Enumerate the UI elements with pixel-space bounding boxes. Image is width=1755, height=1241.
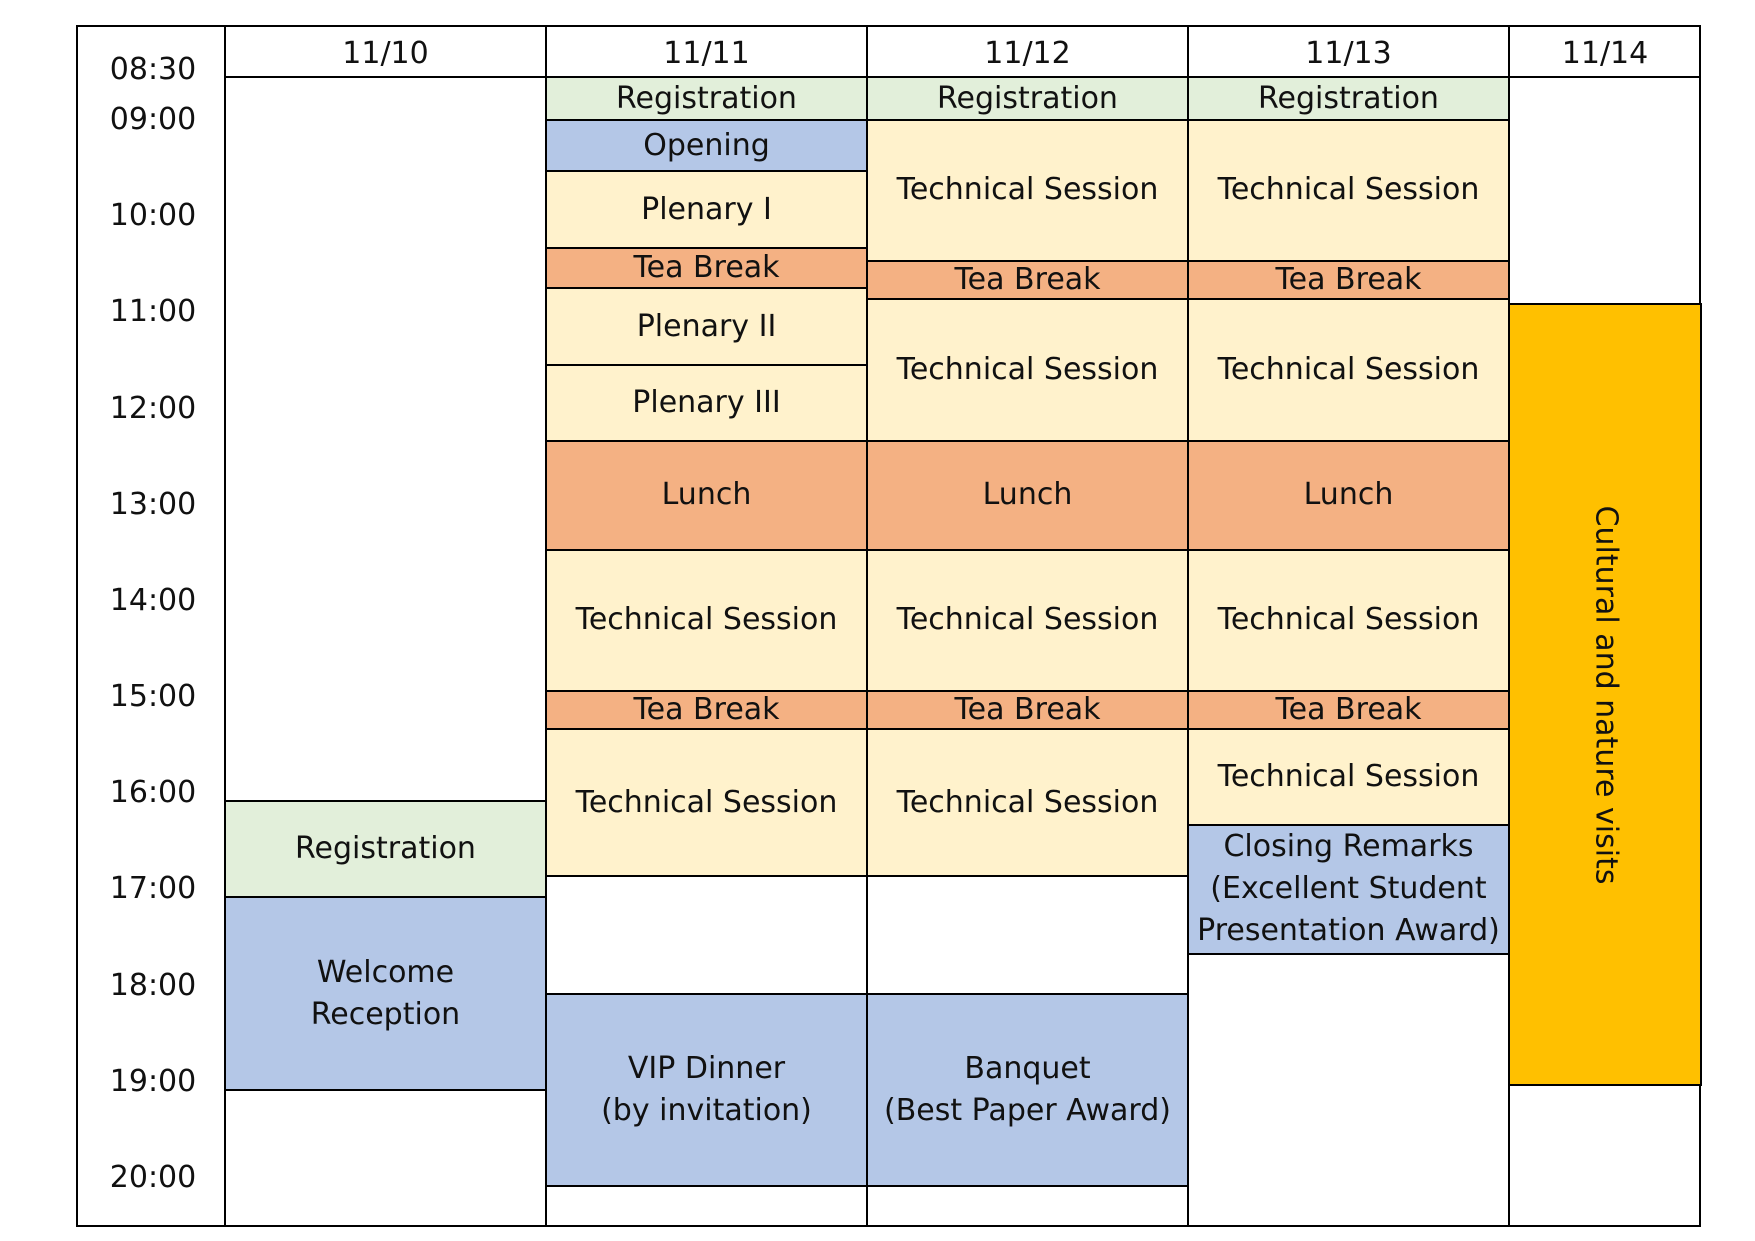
time-label: 09:00	[109, 102, 197, 137]
event-break: Tea Break	[545, 247, 868, 289]
column-divider	[224, 25, 226, 1227]
event-label: Tea Break	[1275, 262, 1422, 297]
event-registration: Registration	[866, 76, 1189, 121]
event-ceremony: Banquet (Best Paper Award)	[866, 993, 1189, 1188]
day-header-11-14: 11/14	[1561, 35, 1649, 71]
event-label: Lunch	[982, 477, 1073, 513]
event-label: Registration	[1258, 80, 1439, 116]
event-label: Technical Session	[575, 602, 838, 638]
time-label: 16:00	[109, 775, 197, 810]
event-label: Welcome Reception	[310, 954, 461, 1032]
event-label: VIP Dinner (by invitation)	[601, 1051, 812, 1129]
event-label: Registration	[295, 831, 476, 867]
event-break: Tea Break	[1187, 689, 1510, 730]
event-label: Plenary III	[632, 385, 781, 421]
event-label: Cultural and nature visits	[1588, 505, 1623, 885]
event-label: Technical Session	[1217, 602, 1480, 638]
event-session: Technical Session	[1187, 548, 1510, 692]
event-session: Technical Session	[545, 728, 868, 878]
time-label: 08:30	[109, 52, 197, 87]
event-label: Plenary II	[636, 308, 777, 344]
event-label: Lunch	[1303, 477, 1394, 513]
time-label: 17:00	[109, 871, 197, 906]
event-registration: Registration	[545, 76, 868, 121]
event-label: Technical Session	[896, 602, 1159, 638]
event-session: Technical Session	[866, 548, 1189, 692]
time-label: 13:00	[109, 487, 197, 522]
event-break: Lunch	[1187, 440, 1510, 551]
event-session: Technical Session	[866, 298, 1189, 442]
event-excursion: Cultural and nature visits	[1508, 303, 1702, 1087]
day-header-11-11: 11/11	[663, 35, 750, 71]
event-break: Lunch	[545, 440, 868, 551]
day-header-11-13: 11/13	[1305, 35, 1392, 71]
event-label: Plenary I	[641, 191, 772, 227]
event-session: Plenary II	[545, 287, 868, 367]
event-label: Tea Break	[954, 691, 1101, 727]
time-label: 15:00	[109, 679, 197, 714]
event-label: Technical Session	[575, 784, 838, 820]
event-ceremony: Closing Remarks (Excellent Student Prese…	[1187, 824, 1510, 955]
time-label: 10:00	[109, 198, 197, 233]
event-session: Plenary III	[545, 364, 868, 442]
event-break: Lunch	[866, 440, 1189, 551]
event-label: Technical Session	[1217, 352, 1480, 388]
time-label: 20:00	[109, 1160, 197, 1195]
event-session: Technical Session	[1187, 119, 1510, 262]
event-label: Technical Session	[896, 784, 1159, 820]
event-break: Tea Break	[1187, 259, 1510, 301]
time-label: 14:00	[109, 583, 197, 618]
event-label: Registration	[616, 80, 797, 116]
event-break: Tea Break	[545, 689, 868, 730]
event-session: Plenary I	[545, 170, 868, 249]
event-label: Technical Session	[896, 352, 1159, 388]
event-label: Tea Break	[1275, 691, 1422, 727]
event-label: Banquet (Best Paper Award)	[884, 1051, 1171, 1129]
event-break: Tea Break	[866, 259, 1189, 301]
day-header-11-12: 11/12	[984, 35, 1071, 71]
event-label: Lunch	[661, 477, 752, 513]
time-label: 11:00	[109, 294, 197, 329]
event-label: Registration	[937, 80, 1118, 116]
event-session: Technical Session	[1187, 298, 1510, 442]
event-label: Closing Remarks (Excellent Student Prese…	[1197, 829, 1500, 949]
event-label: Technical Session	[896, 172, 1159, 208]
time-label: 19:00	[109, 1064, 197, 1099]
event-break: Tea Break	[866, 689, 1189, 730]
event-label: Technical Session	[1217, 172, 1480, 208]
event-session: Technical Session	[866, 728, 1189, 878]
event-session: Technical Session	[1187, 728, 1510, 826]
time-label: 12:00	[109, 391, 197, 426]
event-ceremony: Opening	[545, 119, 868, 173]
event-session: Technical Session	[866, 119, 1189, 262]
event-label: Opening	[643, 127, 770, 163]
event-registration: Registration	[224, 800, 547, 899]
event-label: Technical Session	[1217, 759, 1480, 794]
event-session: Technical Session	[545, 548, 868, 692]
event-label: Tea Break	[954, 262, 1101, 297]
event-ceremony: Welcome Reception	[224, 896, 547, 1091]
event-label: Tea Break	[633, 691, 780, 727]
event-label: Tea Break	[633, 250, 780, 285]
day-header-11-10: 11/10	[342, 35, 429, 71]
event-registration: Registration	[1187, 76, 1510, 121]
event-ceremony: VIP Dinner (by invitation)	[545, 993, 868, 1188]
time-label: 18:00	[109, 968, 197, 1003]
